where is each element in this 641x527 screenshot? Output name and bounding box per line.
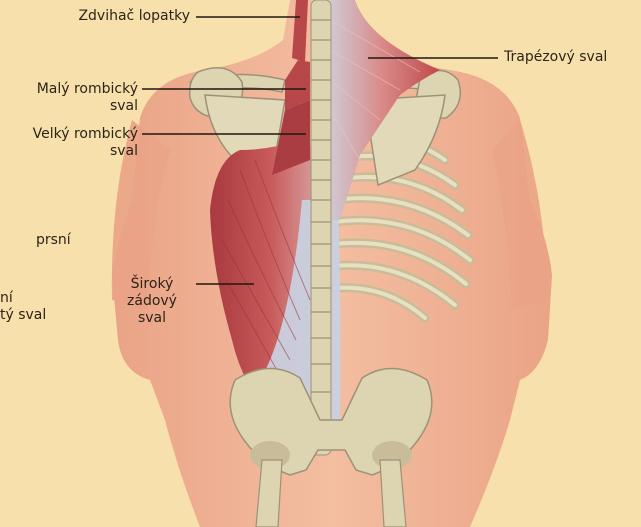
spine xyxy=(311,0,331,455)
label-cut-serratus: ní tý sval xyxy=(0,290,46,324)
label-trapezius: Trapézový sval xyxy=(504,49,607,66)
label-latissimus-dorsi: Široký zádový sval xyxy=(112,276,192,327)
label-cut-serratus-line1: ní xyxy=(0,290,46,307)
label-rhomboid-minor: Malý rombický sval xyxy=(6,81,138,115)
label-cut-serratus-line2: tý sval xyxy=(0,307,46,324)
label-latissimus-line2: zádový xyxy=(112,293,192,310)
label-latissimus-line1: Široký xyxy=(112,276,192,293)
label-rhomboid-major-line1: Velký rombický xyxy=(0,126,138,143)
label-rhomboid-minor-line1: Malý rombický xyxy=(6,81,138,98)
label-rhomboid-major-line2: sval xyxy=(0,143,138,160)
label-levator-scapulae: Zdvihač lopatky xyxy=(44,8,190,25)
label-cut-pectoral: prsní xyxy=(36,232,71,249)
label-latissimus-line3: sval xyxy=(112,310,192,327)
label-rhomboid-minor-line2: sval xyxy=(6,98,138,115)
label-rhomboid-major: Velký rombický sval xyxy=(0,126,138,160)
